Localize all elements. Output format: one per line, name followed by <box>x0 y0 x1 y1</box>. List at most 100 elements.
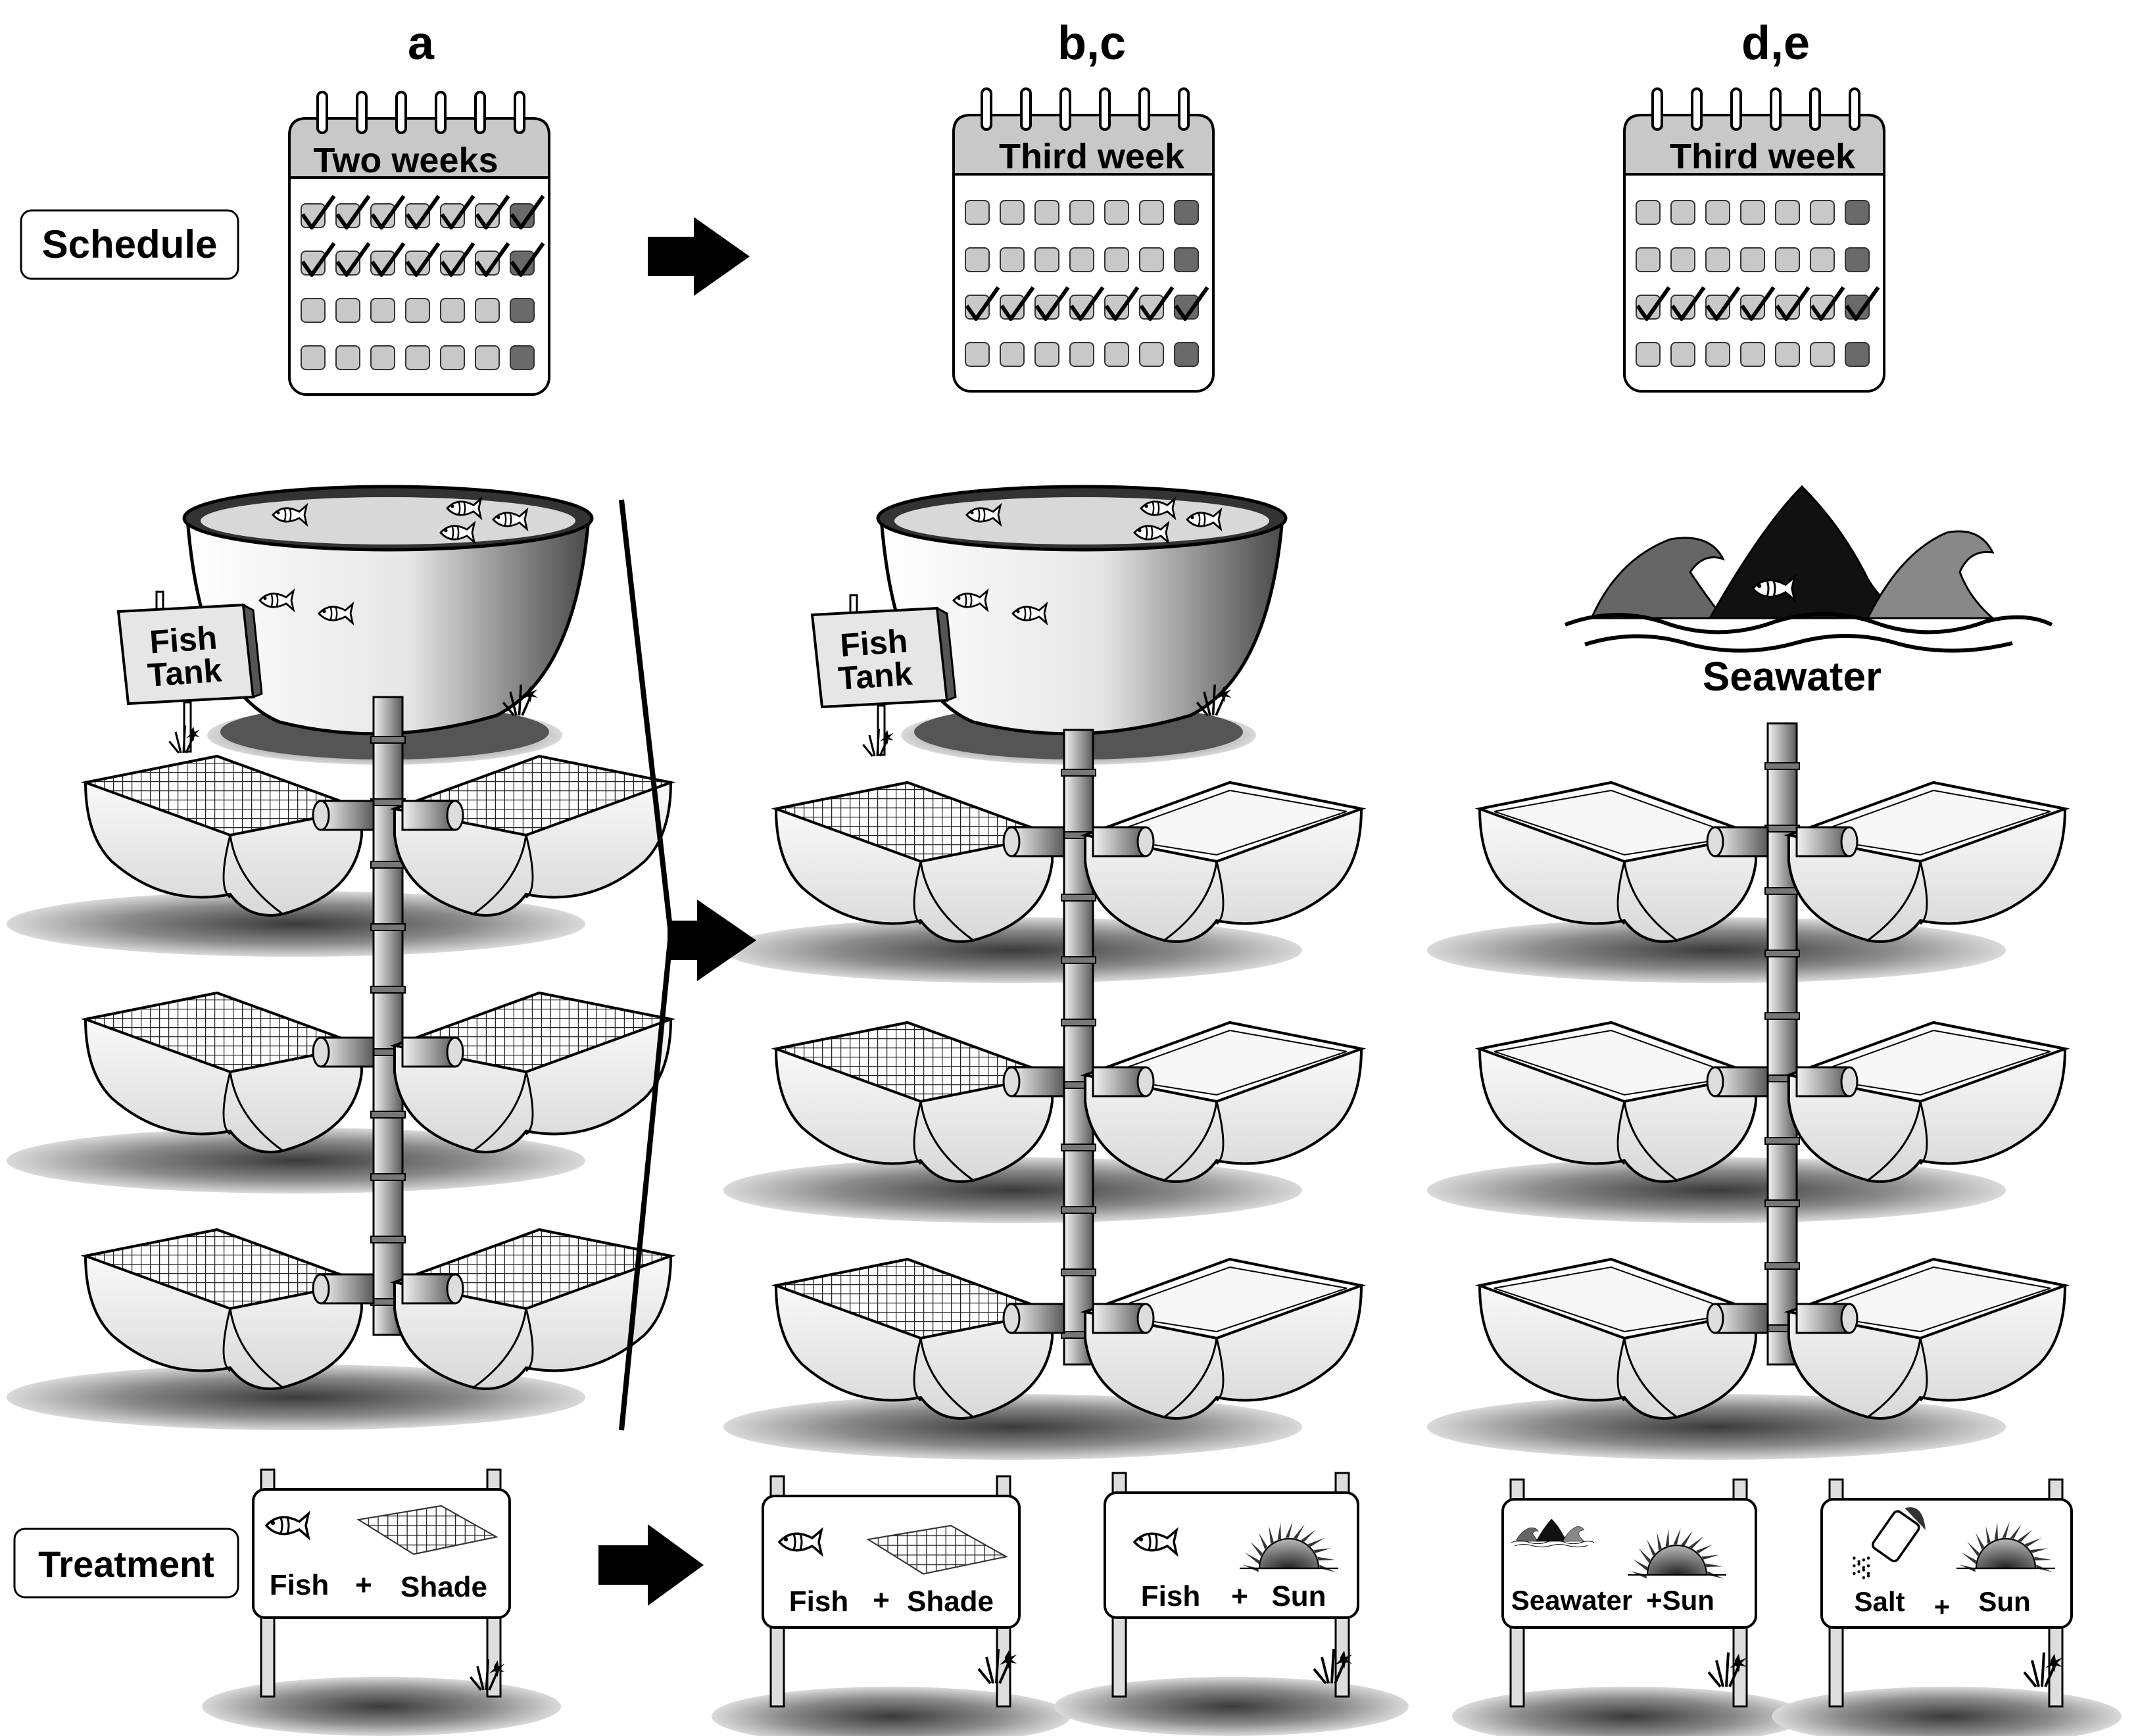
check-icon <box>1705 286 1741 321</box>
floor-shadow <box>7 1128 585 1194</box>
treatment-sign <box>1452 1478 1807 1736</box>
hydroponic-system <box>7 485 676 1430</box>
calendar-day <box>1670 247 1695 272</box>
check-icon <box>1174 286 1209 321</box>
calendar-day <box>1810 342 1835 367</box>
sign-board <box>1501 1498 1757 1629</box>
wave-icon <box>1511 1518 1595 1547</box>
arrow-icon <box>598 1524 704 1606</box>
panel-letter-bc: b,c <box>1057 17 1126 70</box>
sign-label: Fish <box>270 1569 329 1601</box>
calendar-day <box>1139 200 1164 225</box>
check-icon <box>335 242 371 277</box>
calendar-day <box>370 345 395 370</box>
fish-icon <box>272 502 308 527</box>
calendar-day <box>1740 200 1765 225</box>
grow-tray <box>1784 1021 2070 1183</box>
calendar-day <box>301 345 326 370</box>
floor-shadow <box>1054 1677 1409 1736</box>
grow-tray <box>1474 781 1761 943</box>
calendar-ring <box>1059 87 1071 131</box>
calendar-day <box>1034 200 1059 225</box>
fish-icon <box>1186 507 1223 532</box>
calendar-ring <box>356 91 368 134</box>
fish-tank-sign-text: Fish <box>149 619 218 661</box>
calendar-day <box>1845 342 1870 367</box>
check-icon <box>405 242 441 277</box>
calendar-title: Two weeks <box>313 141 498 180</box>
grow-tray <box>80 1228 367 1390</box>
calendar-icon <box>288 91 550 396</box>
calendar-day <box>1636 247 1661 272</box>
sign-label: Salt <box>1854 1586 1905 1617</box>
pipe-outlet <box>1795 1303 1859 1334</box>
sign-label: + <box>1231 1580 1248 1612</box>
treatment-sign <box>712 1475 1071 1736</box>
feed-pipe <box>1764 722 1800 1366</box>
grass-icon <box>1707 1652 1747 1688</box>
fish-icon <box>965 502 1002 527</box>
sign-label: Fish <box>1141 1580 1200 1612</box>
calendar-day <box>405 345 430 370</box>
pipe-outlet <box>1002 826 1065 857</box>
fish-tank-sign-text: Fish <box>839 623 909 664</box>
floor-shadow <box>1772 1687 2122 1736</box>
grow-tray <box>389 754 676 917</box>
grow-tray <box>1474 1257 1761 1420</box>
schedule-label: Schedule <box>42 222 218 266</box>
calendar-day <box>1705 200 1730 225</box>
floor-shadow <box>1427 1394 2006 1460</box>
calendar-ring <box>1138 87 1150 131</box>
pipe-outlet <box>1002 1066 1065 1097</box>
calendar-ring <box>1809 87 1821 131</box>
sign-label: Sun <box>1271 1580 1326 1612</box>
calendar-ring <box>1770 87 1782 131</box>
check-icon <box>1139 286 1175 321</box>
calendar-day <box>1000 247 1025 272</box>
grow-tray <box>1080 1257 1367 1420</box>
panel-letter-de: d,e <box>1741 17 1810 70</box>
floor-shadow <box>712 1687 1071 1736</box>
calendar-ring <box>514 91 525 134</box>
grass-icon <box>1196 685 1232 717</box>
floor-shadow <box>202 1677 561 1736</box>
fish-tank-sign-text: Tank <box>146 652 223 694</box>
grass-icon <box>2023 1652 2062 1688</box>
calendar-ring <box>981 87 992 131</box>
fish-icon <box>1011 601 1048 626</box>
calendar-day <box>1740 342 1765 367</box>
calendar-day <box>1174 342 1199 367</box>
sign-board <box>1104 1491 1359 1619</box>
salt-shaker-icon <box>1853 1507 1926 1579</box>
sun-icon <box>1628 1528 1726 1579</box>
floor-shadow <box>723 1394 1302 1460</box>
pipe-outlet <box>1092 826 1155 857</box>
calendar-day <box>1740 247 1765 272</box>
calendar-ring <box>1020 87 1032 131</box>
check-icon <box>475 242 510 277</box>
calendar-day <box>1636 342 1661 367</box>
hydroponic-system <box>1427 722 2070 1460</box>
sign-labels: Fish + Shade Fish + Shade Fish + Sun Sea… <box>270 1569 2031 1622</box>
check-icon <box>370 195 406 229</box>
calendar-day <box>1705 247 1730 272</box>
calendar-day <box>965 200 990 225</box>
calendar-day <box>1034 342 1059 367</box>
calendar-day <box>1845 247 1870 272</box>
grow-tray <box>80 754 367 917</box>
hydroponic-system <box>723 485 1367 1460</box>
fish-icon <box>1751 573 1797 604</box>
calendar-day <box>1139 342 1164 367</box>
calendar-day <box>510 298 535 323</box>
fish-icon <box>1140 496 1177 521</box>
sun-icon <box>1956 1521 2055 1572</box>
check-icon <box>510 242 545 277</box>
calendar-ring <box>1651 87 1663 131</box>
pipe-outlet <box>1706 1066 1769 1097</box>
grow-tray <box>1784 1257 2070 1420</box>
grow-tray <box>771 1257 1057 1420</box>
grow-tray <box>1080 1021 1367 1183</box>
pipe-outlet <box>312 1036 375 1068</box>
calendar-ring <box>474 91 486 134</box>
calendar-title: Third week <box>1670 137 1856 176</box>
